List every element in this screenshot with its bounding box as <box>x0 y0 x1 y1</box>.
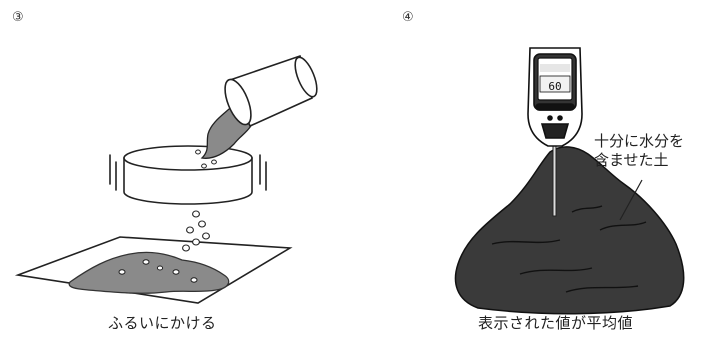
step-number-3: ③ <box>12 10 24 25</box>
soil-label-line-1: 十分に水分を <box>594 132 685 150</box>
sieve <box>123 145 253 205</box>
meter-probe <box>552 145 557 217</box>
soil-texture-lines <box>491 205 647 293</box>
sieving-illustration <box>14 54 318 304</box>
caption-step-3: ふるいにかける <box>108 314 217 332</box>
soil-label: 十分に水分を 含ませた土 <box>594 132 684 170</box>
caption-step-4: 表示された値が平均値 <box>478 314 634 332</box>
falling-soil-particles <box>182 210 210 252</box>
label-leader-line <box>619 179 643 221</box>
pouring-cup <box>224 54 318 128</box>
soil-pile-on-paper <box>68 251 230 294</box>
soil-label-line-2: 含ませた土 <box>594 151 669 169</box>
pebbles-on-pile <box>118 259 198 283</box>
shake-lines <box>109 154 267 191</box>
step-number-4: ④ <box>402 10 414 25</box>
moisture-meter <box>527 47 583 147</box>
moist-soil-mound <box>454 146 685 315</box>
soil-chunks <box>195 149 217 169</box>
soil-moisture-illustration: 60 <box>454 47 685 315</box>
meter-display-value: 60 <box>548 80 561 93</box>
